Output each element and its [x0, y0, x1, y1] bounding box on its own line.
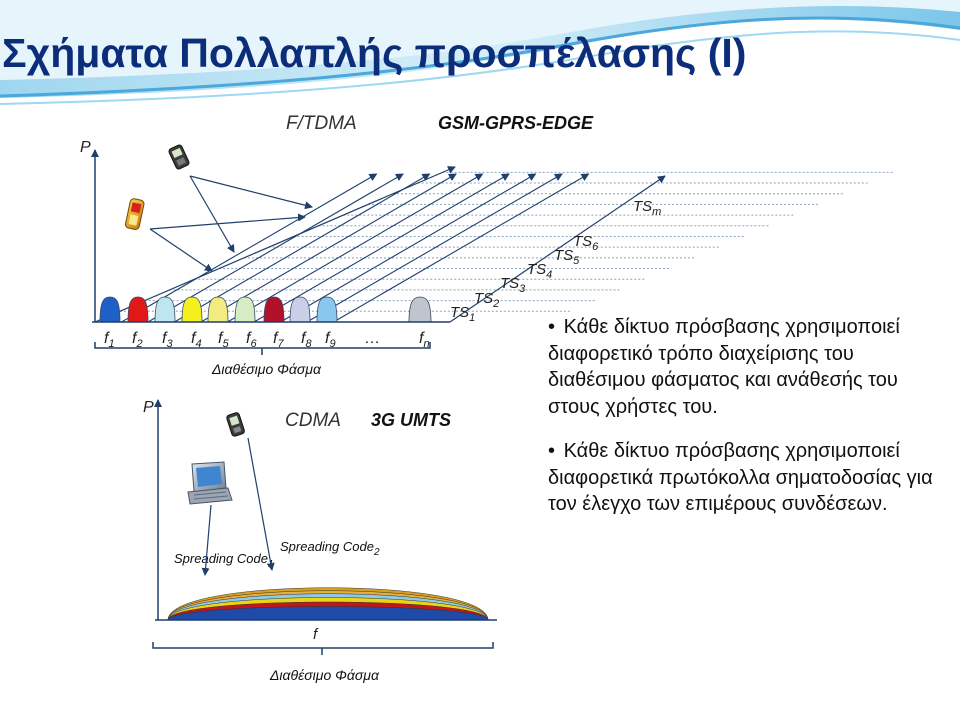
cdma-diagram: P f CDMA 3G UMTS Spreading Code1 Spreadi… [143, 399, 497, 683]
frequency-time-line [306, 173, 563, 323]
timeslot-label: TS1 [450, 304, 475, 324]
frequency-bump [127, 296, 149, 323]
frequency-label: f2 [132, 330, 143, 350]
frequency-label: f9 [325, 330, 336, 350]
signal-arrow [247, 437, 275, 571]
spread-spectrum-layers [167, 587, 489, 621]
header-wave-light [0, 0, 960, 80]
header-wave-line-2 [0, 30, 960, 105]
timeslot-label: TS5 [554, 247, 580, 267]
signal-arrow [149, 228, 213, 272]
mobile-phone-icon [168, 144, 190, 170]
cdma-p-label: P [143, 399, 154, 416]
timeslot-label-m: TSm [633, 198, 661, 218]
cdma-spectrum-bracket [152, 642, 494, 655]
timeslot-label: TS2 [474, 290, 499, 310]
timeslot-label: TS4 [527, 261, 552, 281]
frequency-label: f8 [301, 330, 312, 350]
bullet-text: Κάθε δίκτυο πρόσβασης χρησιμοποιεί διαφο… [548, 440, 933, 515]
tdma-spectrum-label: Διαθέσιμο Φάσμα [211, 361, 322, 377]
frequency-time-line [253, 173, 510, 323]
tdma-standard: GSM-GPRS-EDGE [438, 113, 594, 133]
bullet-list: • Κάθε δίκτυο πρόσβασης χρησιμοποιεί δια… [548, 314, 948, 536]
bullet-item: • Κάθε δίκτυο πρόσβασης χρησιμοποιεί δια… [548, 316, 900, 418]
frequency-label: f1 [104, 330, 115, 350]
bullet-item: • Κάθε δίκτυο πρόσβασης χρησιμοποιεί δια… [548, 440, 933, 515]
time-axis [94, 166, 456, 323]
frequency-time-line [227, 173, 484, 323]
spreading-code-2-label: Spreading Code2 [280, 539, 380, 558]
frequency-bump [234, 296, 256, 323]
frequency-time-line [333, 173, 590, 323]
cell-phone-icon [125, 198, 145, 231]
smartphone-icon [226, 412, 245, 437]
frequency-bumps [99, 296, 432, 323]
frequency-bump [99, 296, 121, 323]
frequency-label-n: fn [419, 330, 430, 350]
frequency-bump [316, 296, 338, 323]
signal-arrow [189, 175, 235, 253]
spreading-layer [167, 606, 489, 621]
slide-title: Σχήματα Πολλαπλής προσπέλασης (Ι) [2, 30, 747, 76]
frequency-bump [181, 296, 203, 323]
time-axis [449, 175, 666, 323]
signal-arrow [201, 504, 212, 576]
header-decoration [0, 0, 960, 105]
tdma-scheme: F/TDMA [286, 113, 357, 134]
tdma-spectrum-bracket [94, 342, 431, 355]
signal-arrow [189, 175, 313, 210]
cdma-scheme: CDMA [285, 410, 341, 431]
frequency-bump-n [408, 296, 432, 323]
frequency-labels: f1 f2 f3 f4 f5 f6 f7 f8 f9 [104, 330, 336, 350]
cdma-spectrum-label: Διαθέσιμο Φάσμα [269, 667, 380, 683]
timeslot-label: TS6 [573, 233, 599, 253]
frequency-bump [207, 296, 229, 323]
tdma-p-label: P [80, 139, 91, 156]
spreading-code-1-label: Spreading Code1 [174, 551, 274, 570]
frequency-bump [154, 296, 176, 323]
frequency-label: f7 [273, 330, 284, 350]
timeslot-label: TS3 [500, 275, 526, 295]
frequency-label: f4 [191, 330, 202, 350]
cdma-standard: 3G UMTS [371, 410, 451, 430]
frequency-bump [263, 296, 285, 323]
frequency-label: f3 [162, 330, 173, 350]
frequency-bump [289, 296, 311, 323]
signal-arrow [149, 213, 306, 230]
pda-icon [187, 461, 233, 505]
frequency-ellipsis: … [364, 330, 380, 347]
frequency-time-line [280, 173, 537, 323]
cdma-f-label: f [313, 626, 319, 643]
header-wave-line [0, 16, 960, 98]
bullet-text: Κάθε δίκτυο πρόσβασης χρησιμοποιεί διαφο… [548, 316, 900, 418]
frequency-label: f6 [246, 330, 257, 350]
frequency-label: f5 [218, 330, 229, 350]
